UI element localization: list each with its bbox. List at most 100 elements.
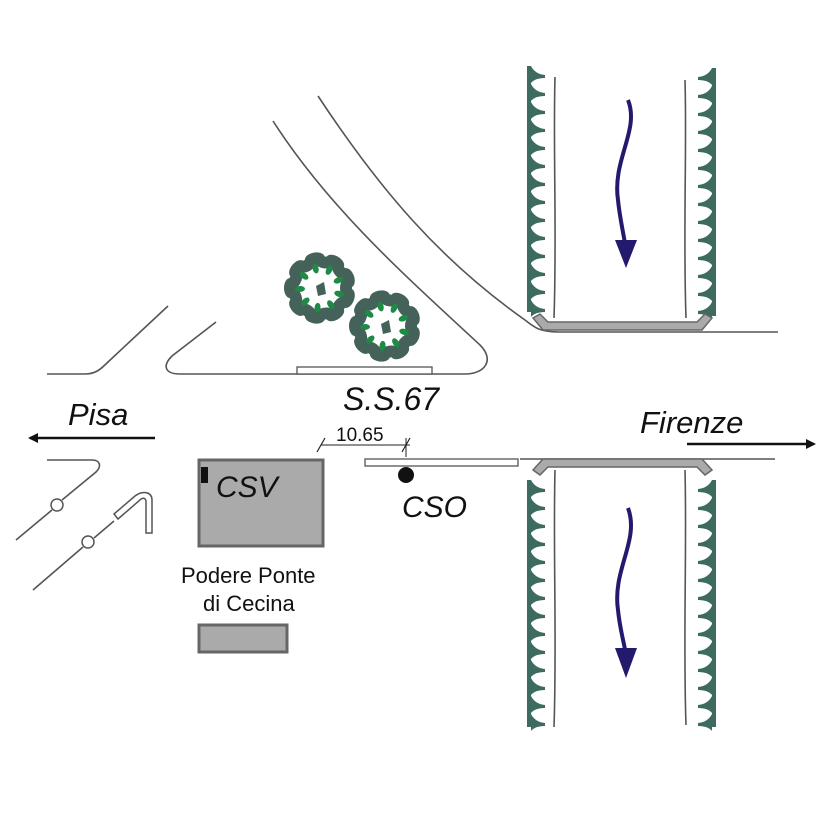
rail-signal-1 [50,498,64,512]
bank-vegetation-left-lower [527,480,545,731]
bank-vegetation-tooth [531,228,545,245]
dimension-value: 10.65 [336,425,384,446]
csv-building [197,458,325,548]
bank-vegetation-tooth [698,606,712,623]
tree-leaf-highlight [333,276,344,284]
bank-vegetation-tooth [531,246,545,263]
csv-sensor-marker [201,467,208,483]
bank-vegetation-tooth [698,696,712,713]
csv-label: CSV [216,471,281,504]
bank-vegetation-tooth [698,588,712,605]
tree-leaf [406,306,420,326]
tree-leaf-highlight [312,263,319,274]
bank-vegetation-tooth [531,678,545,695]
pisa-label: Pisa [68,397,128,432]
bank-vegetation-tooth [531,570,545,587]
bank-vegetation-tooth [698,498,712,515]
tree-leaf-highlight [390,303,398,313]
bank-vegetation-tooth [698,212,712,229]
bank-vegetation-tooth [698,86,712,103]
ss67-curb [296,366,433,375]
bank-vegetation-tooth [531,516,545,533]
flow-arrowhead-lower [615,648,637,678]
bank-vegetation-tooth [531,588,545,605]
cso-label: CSO [402,491,467,524]
bank-vegetation-tooth [698,194,712,211]
bank-vegetation-tooth [698,122,712,139]
tree-leaf-highlight [366,335,375,344]
bank-vegetation-tooth [698,480,712,497]
flow-arrow-upper [615,99,634,251]
tree-leaf-highlight [299,272,309,280]
bank-vegetation-tooth [698,284,712,301]
rail-signal-2 [81,535,95,549]
curved-road-outer [165,120,488,375]
river-bank-left-upper [553,76,556,319]
bank-vegetation-tooth [531,120,545,137]
bank-vegetation-tooth [531,282,545,299]
bank-vegetation-bar [527,480,531,727]
bank-vegetation-bar [527,66,531,312]
bank-vegetation-tooth [698,158,712,175]
bank-vegetation-tooth [698,642,712,659]
bank-vegetation-tooth [531,498,545,515]
bank-vegetation-tooth [698,516,712,533]
tree-leaf-highlight [398,314,409,322]
building-name-line1: Podere Ponte [181,563,316,588]
bank-vegetation-tooth [531,642,545,659]
tree-leaf-highlight [325,265,333,275]
pisa-road-upper [47,305,169,375]
tree-leaf-highlight [334,290,344,298]
cso-marker [398,467,414,483]
bank-vegetation-tooth [531,102,545,119]
bank-vegetation-tooth [698,570,712,587]
bank-vegetation-tooth [531,300,545,317]
flow-arrow-lower [615,507,634,656]
bank-vegetation-tooth [531,264,545,281]
bank-vegetation-tooth [531,696,545,713]
bank-vegetation-tooth [698,660,712,677]
river-bank-left-lower [553,469,556,728]
tree-leaf-highlight [360,323,370,331]
bank-vegetation-tooth [531,660,545,677]
tree-leaf-highlight [295,285,305,293]
bank-vegetation-tooth [531,552,545,569]
tree-icon [284,252,355,324]
bank-vegetation-tooth [531,210,545,227]
tree-center [316,282,326,296]
tree-leaf-highlight [301,297,310,306]
rail-siding [112,491,153,534]
bank-vegetation-tooth [698,248,712,265]
dimension-tick-left [316,437,326,453]
tree-leaf-highlight [399,328,409,336]
bank-vegetation-bar [712,480,716,727]
tree-leaf-highlight [314,302,321,313]
road-label-ss67: S.S.67 [343,381,440,417]
bank-vegetation-tooth [531,624,545,641]
bank-vegetation-tooth [531,156,545,173]
bank-vegetation-tooth [531,84,545,101]
bank-vegetation-tooth [698,176,712,193]
bridge-lower [531,458,714,476]
tree-leaf-highlight [392,338,400,348]
tree-leaf-highlight [379,340,386,351]
bank-vegetation-right-upper [698,68,716,319]
bank-vegetation-tooth [531,138,545,155]
river-lower [527,458,716,731]
tree-icon [349,290,420,362]
bank-vegetation-tooth [698,552,712,569]
tree-leaf-highlight [327,300,335,310]
bank-vegetation-tooth [698,302,712,319]
bank-vegetation-tooth [531,534,545,551]
bank-vegetation-tooth [531,66,545,83]
tree-leaf-highlight [364,310,374,318]
podere-building [197,623,289,654]
tree-center [381,320,391,334]
bank-vegetation-right-lower [698,480,716,731]
rail-line-1 [15,459,101,541]
bank-vegetation-tooth [531,714,545,731]
bank-vegetation-tooth [698,714,712,731]
bank-vegetation-tooth [698,68,712,85]
bank-vegetation-tooth [698,266,712,283]
